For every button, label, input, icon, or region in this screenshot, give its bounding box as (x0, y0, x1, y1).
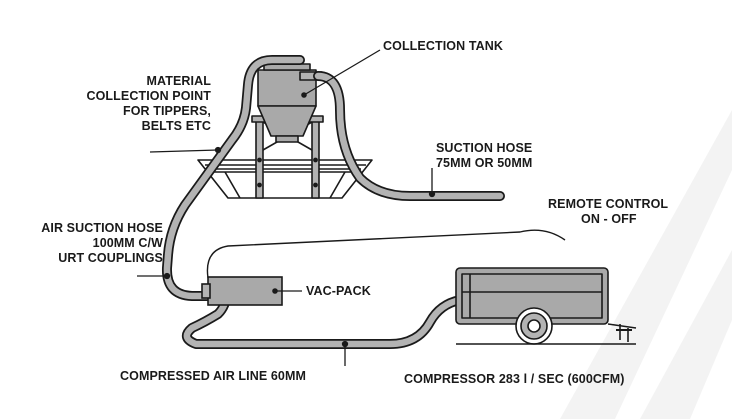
label-line: COLLECTION POINT (86, 89, 211, 103)
label-line: AIR SUCTION HOSE (41, 221, 163, 235)
label-suction-hose: SUCTION HOSE 75MM OR 50MM (436, 141, 532, 171)
collection-tank-icon (251, 56, 324, 199)
label-compressed-air-line: COMPRESSED AIR LINE 60MM (120, 369, 306, 383)
label-line: BELTS ETC (141, 119, 211, 133)
label-compressor: COMPRESSOR 283 l / SEC (600CFM) (404, 372, 625, 386)
leader-lines (137, 49, 436, 366)
vac-pack-icon (201, 276, 283, 306)
label-line: FOR TIPPERS, (122, 104, 211, 118)
compressor-trailer-icon (455, 267, 637, 345)
label-collection-tank: COLLECTION TANK (383, 39, 504, 53)
remote-control-cable (206, 229, 566, 279)
label-line: MATERIAL (146, 74, 211, 88)
hoses (161, 55, 505, 349)
label-line: 100MM C/W (92, 236, 163, 250)
skip-hopper-icon (197, 159, 373, 199)
background-stripes (560, 110, 732, 419)
label-vac-pack: VAC-PACK (306, 284, 371, 298)
label-air-suction-hose: AIR SUCTION HOSE 100MM C/W URT COUPLINGS (10, 221, 163, 266)
label-material-collection-point: MATERIAL COLLECTION POINT FOR TIPPERS, B… (38, 74, 211, 134)
label-line: 75MM OR 50MM (436, 156, 533, 170)
label-line: REMOTE CONTROL (548, 197, 669, 211)
label-line: SUCTION HOSE (436, 141, 533, 155)
label-line: URT COUPLINGS (58, 251, 163, 265)
label-remote-control: REMOTE CONTROL ON - OFF (548, 197, 668, 227)
label-line: ON - OFF (581, 212, 637, 226)
